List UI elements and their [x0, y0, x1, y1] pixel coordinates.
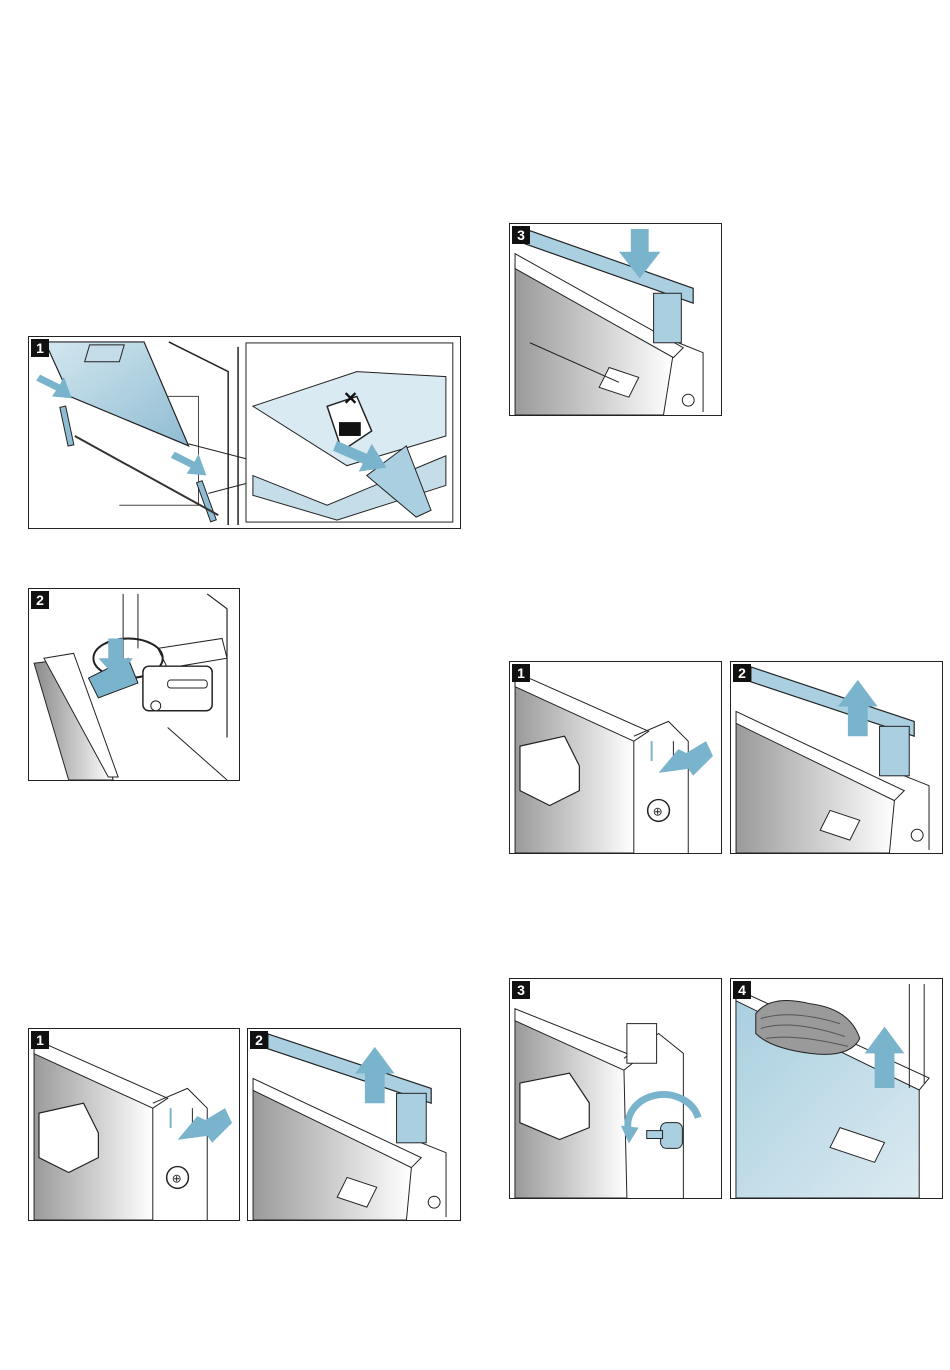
hinge-lock-illustration: [29, 589, 239, 780]
glass-pane-lift-illustration: [731, 979, 942, 1198]
figure-door-hinge-step-1: 1 ✕: [28, 336, 461, 529]
figure-cover-remove-step-1: 1 ⊕: [28, 1028, 240, 1221]
cover-lift-illustration: [248, 1029, 460, 1220]
cover-unlock-illustration: ⊕: [29, 1029, 239, 1220]
step-number-badge: 2: [733, 664, 751, 682]
step-number-badge: 2: [31, 591, 49, 609]
step-number-badge: 4: [733, 981, 751, 999]
door-hinge-lever-illustration: ✕: [29, 337, 460, 528]
svg-text:✕: ✕: [343, 388, 358, 408]
figure-glass-remove-step-3: 3: [509, 978, 722, 1199]
figure-right-cover-step-1: 1 ⊕: [509, 661, 722, 854]
step-number-badge: 1: [512, 664, 530, 682]
step-number-badge: 3: [512, 226, 530, 244]
step-number-badge: 2: [250, 1031, 268, 1049]
svg-text:⊕: ⊕: [172, 1171, 182, 1185]
screw-remove-illustration: [510, 979, 721, 1198]
figure-glass-remove-step-4: 4: [730, 978, 943, 1199]
step-number-badge: 3: [512, 981, 530, 999]
figure-cover-remove-step-2: 2: [247, 1028, 461, 1221]
step-number-badge: 1: [31, 1031, 49, 1049]
step-number-badge: 1: [31, 339, 49, 357]
cover-unlock-illustration-right: ⊕: [510, 662, 721, 853]
figure-right-cover-step-2: 2: [730, 661, 943, 854]
figure-door-hinge-step-2: 2: [28, 588, 240, 781]
cover-press-down-illustration: [510, 224, 721, 415]
figure-cover-insert-step-3: 3: [509, 223, 722, 416]
svg-text:⊕: ⊕: [653, 804, 663, 818]
cover-lift-illustration-right: [731, 662, 942, 853]
